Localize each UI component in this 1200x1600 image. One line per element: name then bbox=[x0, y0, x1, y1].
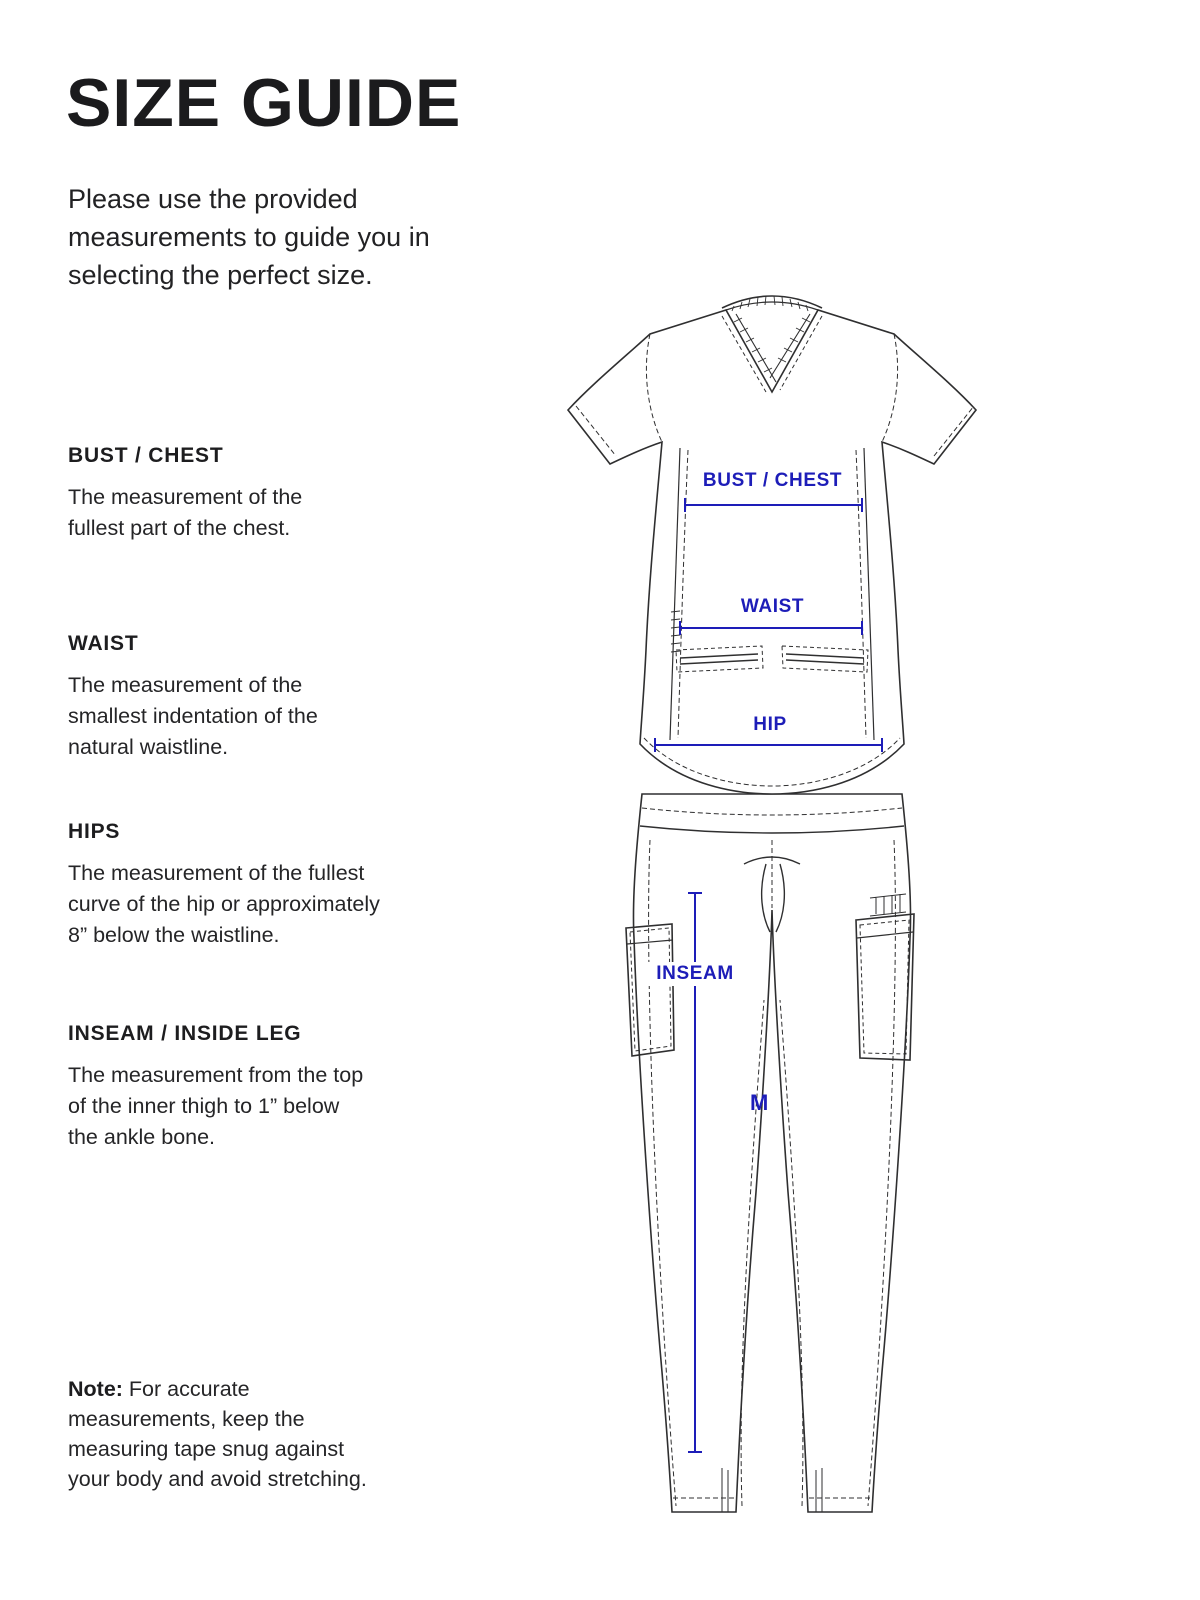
intro-line: measurements to guide you in bbox=[68, 222, 430, 252]
note-line: measuring tape snug against bbox=[68, 1437, 345, 1461]
scrub-top-details bbox=[575, 295, 975, 787]
intro-line: selecting the perfect size. bbox=[68, 260, 373, 290]
intro-text: Please use the provided measurements to … bbox=[68, 180, 430, 294]
intro-line: Please use the provided bbox=[68, 184, 358, 214]
size-label: M bbox=[750, 1090, 769, 1115]
section-bust-chest: BUST / CHEST The measurement of the full… bbox=[68, 444, 302, 544]
section-heading: INSEAM / INSIDE LEG bbox=[68, 1022, 302, 1045]
note-label: Note: bbox=[68, 1377, 123, 1401]
section-body-line: of the inner thigh to 1” below bbox=[68, 1094, 340, 1118]
note-line: your body and avoid stretching. bbox=[68, 1467, 367, 1491]
inseam-measure-line bbox=[688, 892, 702, 1453]
measurement-lines bbox=[654, 498, 883, 1453]
scrub-pants-drawing bbox=[625, 793, 915, 1513]
note-line-text: For accurate bbox=[128, 1377, 250, 1401]
scrub-top-drawing bbox=[566, 309, 978, 795]
garment-illustration bbox=[566, 295, 978, 1513]
waist-measure-label: WAIST bbox=[740, 596, 805, 617]
hip-measure-line bbox=[654, 738, 883, 752]
section-heading: WAIST bbox=[68, 632, 139, 655]
section-waist: WAIST The measurement of the smallest in… bbox=[68, 632, 318, 763]
section-body-line: curve of the hip or approximately bbox=[68, 892, 380, 916]
section-heading: HIPS bbox=[68, 820, 121, 843]
bust-measure-line bbox=[684, 498, 863, 512]
section-body-line: The measurement of the bbox=[68, 673, 303, 697]
section-heading: BUST / CHEST bbox=[68, 444, 224, 467]
section-inseam: INSEAM / INSIDE LEG The measurement from… bbox=[68, 1022, 363, 1153]
note-text: Note: For accurate measurements, keep th… bbox=[68, 1374, 367, 1494]
section-body-line: The measurement of the bbox=[68, 485, 303, 509]
waist-measure-line bbox=[679, 621, 863, 635]
note-line: Note: For accurate bbox=[68, 1374, 367, 1404]
bust-measure-label: BUST / CHEST bbox=[702, 470, 843, 491]
hip-measure-label: HIP bbox=[753, 714, 787, 735]
section-body-line: fullest part of the chest. bbox=[68, 516, 291, 540]
note-line: measurements, keep the bbox=[68, 1407, 305, 1431]
section-body-line: The measurement from the top bbox=[68, 1063, 364, 1087]
section-body-line: The measurement of the fullest bbox=[68, 861, 365, 885]
section-body-line: the ankle bone. bbox=[68, 1125, 216, 1149]
section-body-line: 8” below the waistline. bbox=[68, 923, 280, 947]
inseam-measure-label: INSEAM bbox=[648, 962, 742, 986]
section-body-line: natural waistline. bbox=[68, 735, 229, 759]
section-body-line: smallest indentation of the bbox=[68, 704, 318, 728]
section-hips: HIPS The measurement of the fullest curv… bbox=[68, 820, 380, 951]
page-title: SIZE GUIDE bbox=[66, 65, 462, 141]
